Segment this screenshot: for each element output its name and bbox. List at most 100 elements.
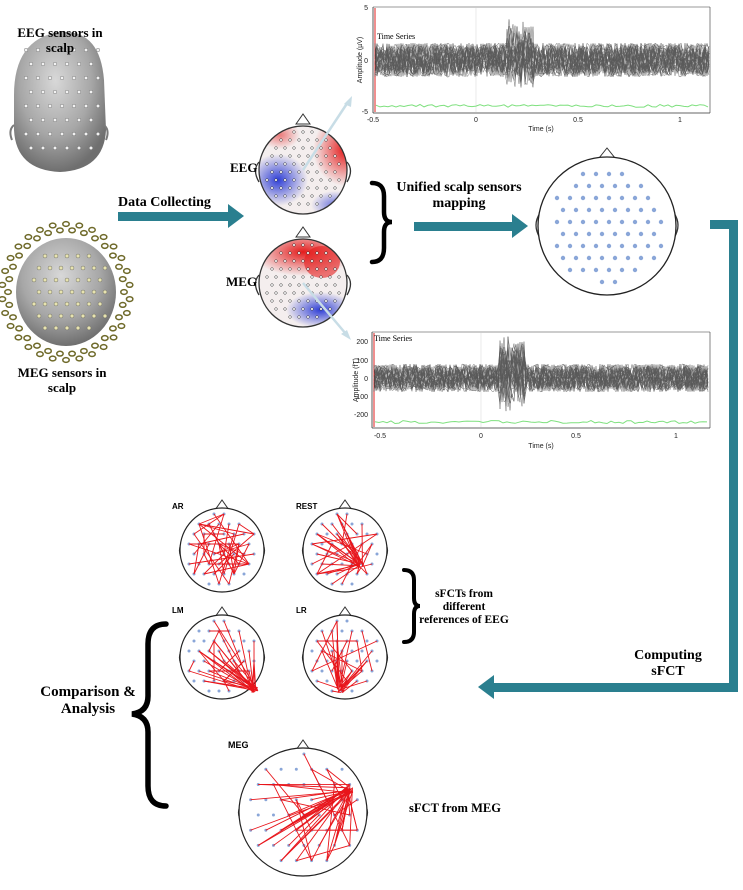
topomap-sensor [292,307,296,311]
topomap-sensor [306,170,310,174]
sfct-references-brace [402,568,421,644]
unified-sensor [612,279,618,285]
topomap-sensor [288,186,292,190]
topomap-sensor [306,186,310,190]
meg-sensor [47,289,53,295]
meg-sensor-coil [100,242,109,250]
meg-sensor-coil [36,226,44,234]
sensor-dot [242,639,246,643]
connection-line [193,543,210,575]
top-xtick-1: -0.5 [367,117,379,124]
sensor-dot [340,629,344,633]
meg-sensor-coil [115,314,123,321]
top-xlabel: Time (s) [528,126,553,133]
eeg-electrode [41,89,46,94]
topomap-sensor [310,275,314,279]
topomap-sensor [315,202,319,206]
meg-sensor-coil [118,275,127,283]
unified-sensor [625,207,631,213]
topomap-sensor [324,186,328,190]
sensor-dot [294,767,298,771]
unified-sensor [632,243,638,249]
meg-sensor-coil [117,254,126,262]
eeg-electrode [60,131,65,136]
connection-line [311,620,338,672]
top-ytick-neg5: -5 [362,109,368,116]
unified-sensor [593,219,599,225]
topomap-sensor [306,154,310,158]
topomap-sensor [279,299,283,303]
sensor-dot [192,679,196,683]
connection-line [316,680,339,689]
eeg-electrode [64,62,69,67]
eeg-label: EEG [230,160,258,175]
comparison-analysis-label: Comparison & Analysis [40,684,136,718]
topomap-sensor [310,243,314,247]
meg-sensor [75,277,81,283]
unified-sensor [612,255,618,261]
connection-line [333,787,348,846]
meg-sensor-coil [100,334,109,342]
topomap-sensor [333,299,337,303]
connection-line [334,799,358,816]
topomap-sensor [319,307,323,311]
topomap-sensor [279,170,283,174]
meg-sensor [58,313,64,319]
eeg-electrode [88,62,93,67]
connection-line [223,680,258,689]
topomap-sensor [270,186,274,190]
unified-sensor [632,219,638,225]
sensor-dot [365,532,369,536]
unified-sensor [625,231,631,237]
eeg-electrode [71,48,76,53]
panel-ar-label: AR [172,502,184,511]
sensor-dot [271,813,275,817]
meg-sensor [102,313,108,319]
eeg-electrode [64,89,69,94]
topomap-sensor [274,162,278,166]
meg-sensor-coil [14,334,23,341]
unified-sensor [586,255,592,261]
unified-sensor [645,219,651,225]
connection-line [188,543,250,565]
meg-sensor-coil [75,355,84,362]
connection-line [265,768,305,816]
meg-sensor [64,253,70,259]
meg-sensor [36,313,42,319]
connection-line [342,680,348,693]
eeg-electrode [83,48,88,53]
connection-line [331,564,361,585]
topomap-sensor [315,267,319,271]
unified-sensor [638,183,644,189]
meg-sensor [31,301,37,307]
connection-line [311,533,378,545]
meg-sensor [47,313,53,319]
topomap-sensor [319,291,323,295]
meg-sensor-coil [125,281,134,289]
topomap-sensor [324,299,328,303]
topomap-sensor [297,170,301,174]
connection-line [341,791,350,831]
topomap-sensor [274,259,278,263]
connection-line [316,564,358,575]
meg-sensor [75,301,81,307]
connection-line [203,553,210,565]
meg-sensor-coil [23,242,32,250]
unified-sensor [619,243,625,249]
sensor-dot [320,542,324,546]
sensor-dot [310,649,314,653]
sensor-dot [187,649,191,653]
bottom-xtick-3: 0.5 [571,433,581,440]
connection-line [342,680,358,693]
meg-sensor-coil [4,288,12,296]
top-xtick-3: 0.5 [573,117,583,124]
panel-lr-label: LR [296,606,307,615]
topomap-sensor [301,146,305,150]
meg-sensor [64,301,70,307]
topomap-sensor [265,291,269,295]
topomap-sensor [315,315,319,319]
topomap-sensor [292,130,296,134]
connection-line [223,680,230,692]
meg-sensor [80,265,86,271]
connection-line [296,844,350,862]
